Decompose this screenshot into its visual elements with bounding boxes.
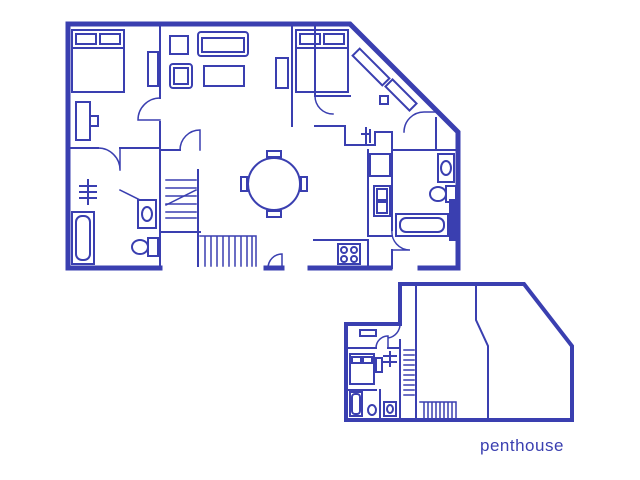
kitchen-sink: [373, 185, 391, 217]
bathtub: [71, 211, 95, 265]
bathroom-right: [395, 153, 459, 241]
burner: [340, 246, 348, 254]
sofa: [197, 31, 249, 57]
sink-counter: [137, 199, 157, 229]
wall-block: [449, 199, 459, 241]
dining-chair: [300, 176, 308, 192]
nightstand: [147, 51, 159, 87]
desk: [359, 329, 377, 337]
nightstand: [375, 357, 383, 373]
dining-chair: [266, 210, 282, 218]
bed: [71, 29, 125, 93]
sink-basin: [376, 201, 388, 214]
sink-counter: [437, 153, 455, 183]
burner: [350, 255, 358, 263]
refrigerator: [369, 153, 391, 177]
coffee-table: [203, 65, 245, 87]
toilet-bowl: [367, 404, 377, 416]
pillow: [99, 33, 121, 45]
chair: [379, 95, 389, 105]
toilet-bowl: [429, 186, 447, 202]
sink: [440, 160, 452, 176]
dresser: [351, 47, 391, 87]
penthouse-interior-walls: [345, 283, 489, 421]
sink: [386, 404, 394, 414]
penthouse-bathroom: [349, 391, 397, 417]
bedroom-right: [295, 29, 418, 145]
stair-treads: [419, 401, 457, 419]
armchair: [169, 35, 189, 55]
desk: [384, 78, 418, 112]
stair-landing: [165, 179, 197, 219]
living-room: [169, 31, 289, 89]
closet-rods: [361, 127, 371, 145]
armchair-seat: [173, 67, 189, 85]
burner: [340, 255, 348, 263]
burner: [350, 246, 358, 254]
main-floor-interior-walls: [67, 23, 459, 269]
chair: [89, 115, 99, 127]
door-swings: [97, 95, 437, 269]
desk: [75, 101, 91, 141]
pillow: [75, 33, 97, 45]
bathtub-basin: [351, 393, 361, 415]
pillow: [299, 33, 321, 45]
dining-chair: [266, 150, 282, 158]
pillow: [323, 33, 345, 45]
main-floor-outer-wall: [65, 21, 461, 271]
dining-area: [240, 150, 308, 218]
stair-treads: [199, 235, 257, 267]
kitchen: [337, 153, 391, 265]
dining-table: [247, 157, 301, 211]
pillow: [362, 356, 373, 364]
bathtub: [395, 213, 449, 237]
penthouse-floor-plan: [344, 282, 574, 422]
bedroom-left: [71, 29, 159, 205]
dining-chair: [240, 176, 248, 192]
closet-rods: [383, 351, 397, 367]
bed: [295, 29, 349, 93]
main-floor-plan: [65, 21, 461, 271]
penthouse-outer-wall: [344, 282, 574, 422]
bathtub-basin: [75, 215, 91, 261]
stair-treads: [403, 349, 415, 396]
penthouse-door-swings: [375, 323, 401, 349]
bathtub-basin: [399, 217, 445, 233]
floor-label-penthouse: penthouse: [480, 436, 564, 455]
toilet-tank: [147, 237, 159, 257]
bed: [349, 353, 375, 385]
sofa-seat: [201, 37, 245, 53]
closet-rods: [79, 179, 97, 205]
stove: [337, 243, 361, 265]
bathtub: [349, 391, 363, 417]
armchair: [169, 63, 193, 89]
bathroom-left: [71, 199, 159, 265]
stairs-main: [164, 179, 257, 267]
side-table: [275, 57, 289, 89]
pillow: [351, 356, 362, 364]
sink: [141, 206, 153, 222]
toilet-bowl: [131, 239, 149, 255]
sink-basin: [376, 188, 388, 201]
penthouse-stairs: [403, 349, 457, 419]
sink-counter: [383, 401, 397, 417]
penthouse-bedroom: [349, 329, 397, 385]
stair-break: [164, 188, 198, 207]
